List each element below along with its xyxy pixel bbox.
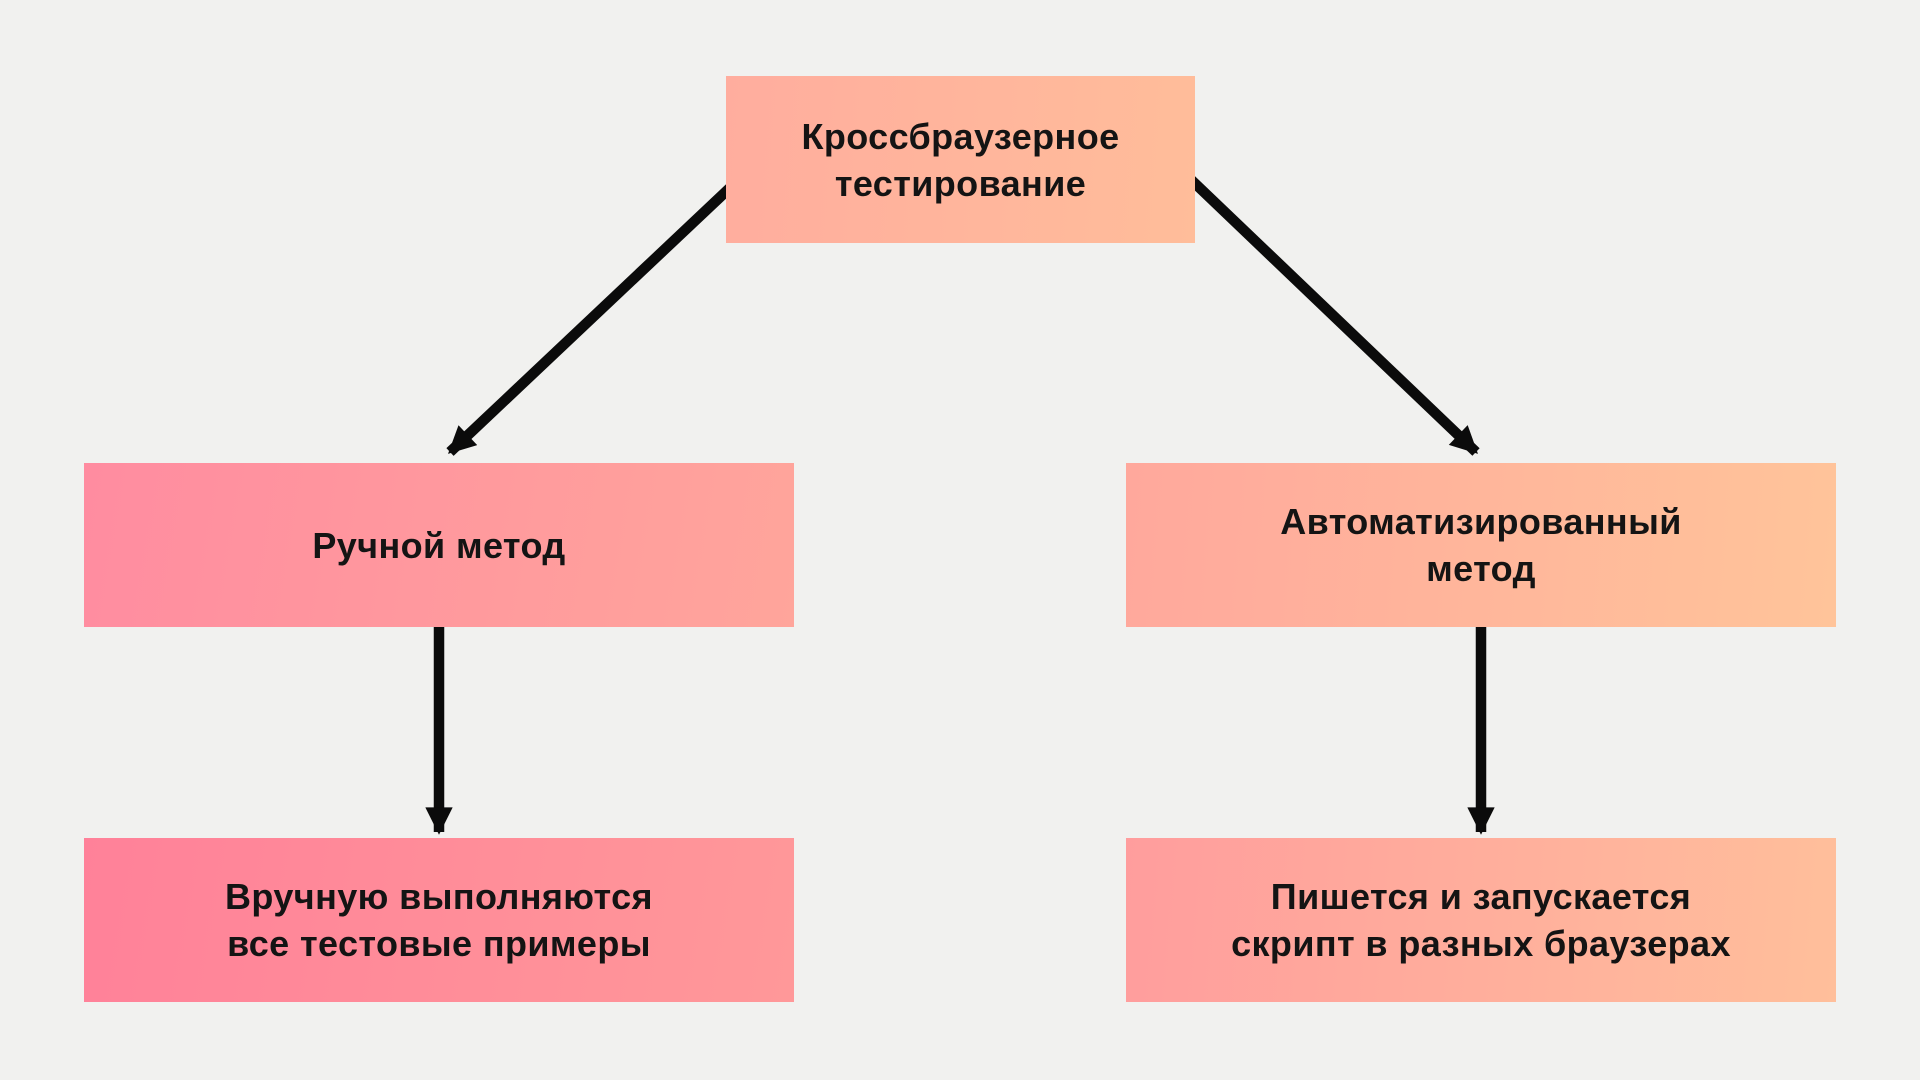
node-label-line: скрипт в разных браузерах [1231,923,1731,964]
node-manual-method: Ручной метод [84,463,794,627]
node-label-line: все тестовые примеры [227,923,651,964]
arrow-root-to-auto-icon [1156,146,1480,456]
node-automated-method: Автоматизированный метод [1126,463,1836,627]
arrow-root-to-manual-icon [446,146,774,456]
node-cross-browser-testing: Кроссбраузерное тестирование [726,76,1195,243]
node-label-line: Ручной метод [312,524,566,566]
node-label-line: Вручную выполняются [225,876,653,917]
node-label-line: Пишется и запускается [1270,876,1692,917]
node-label-line: метод [1426,548,1536,589]
node-label-line: Автоматизированный [1280,501,1682,542]
node-label-line: Кроссбраузерное [801,115,1120,157]
node-label-line: тестирование [834,162,1087,204]
node-automated-description: Пишется и запускается скрипт в разных бр… [1126,838,1836,1002]
node-manual-description: Вручную выполняются все тестовые примеры [84,838,794,1002]
